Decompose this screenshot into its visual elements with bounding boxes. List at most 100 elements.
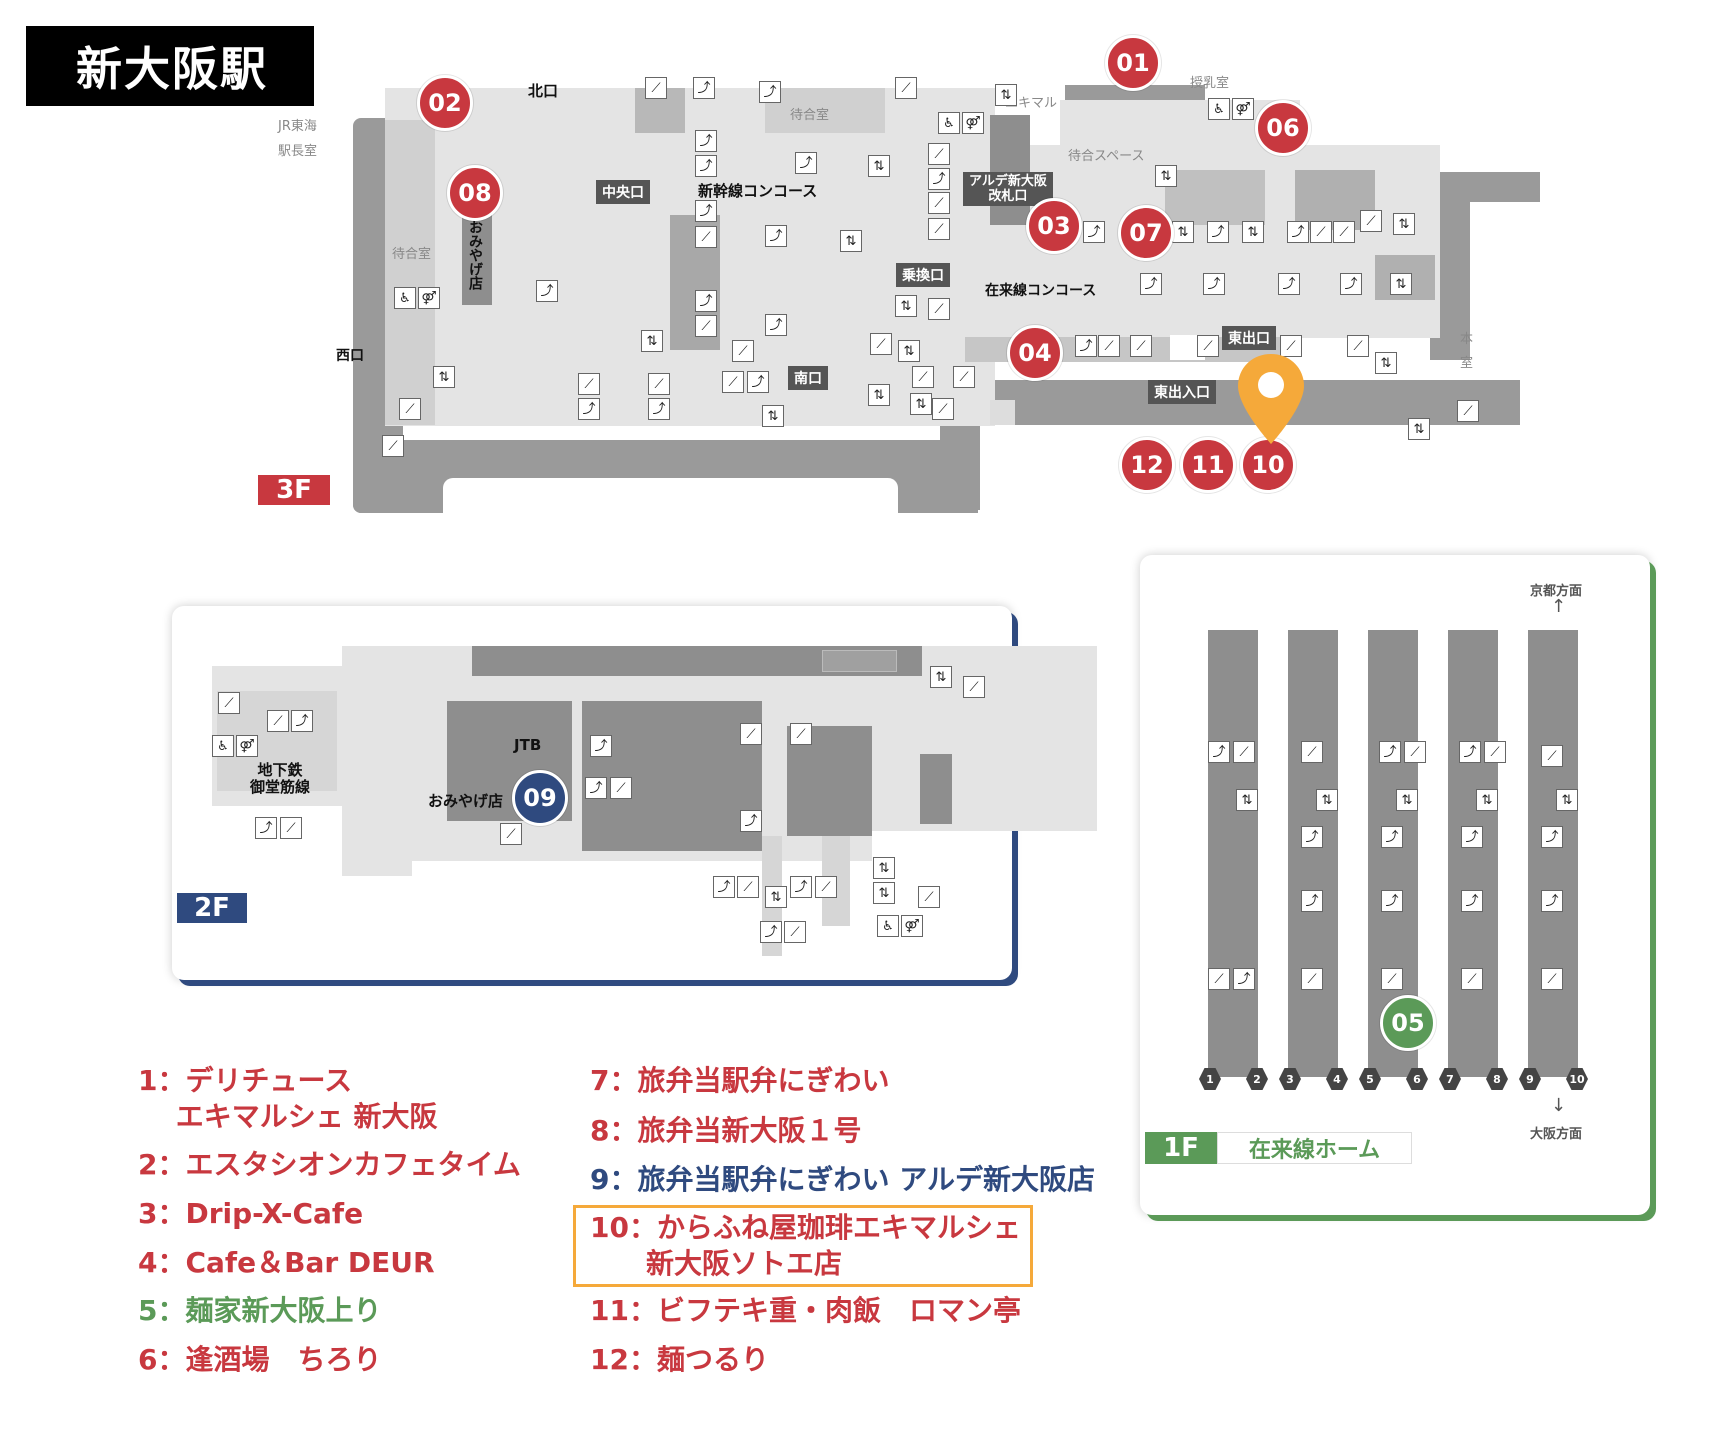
track-number: 4 bbox=[1326, 1068, 1348, 1090]
floor-1f-tag: 1F bbox=[1145, 1132, 1217, 1164]
stairs-icon: ⟋ bbox=[218, 692, 240, 714]
to-osaka-label: 大阪方面 bbox=[1530, 1127, 1583, 1142]
track-number: 9 bbox=[1519, 1068, 1541, 1090]
stairs-icon: ⟋ bbox=[784, 921, 806, 943]
transfer-gate-label: 乗換口 bbox=[896, 263, 950, 287]
stairs-icon: ⟋ bbox=[815, 876, 837, 898]
stairs-icon: ⟋ bbox=[1484, 741, 1506, 763]
track-number: 7 bbox=[1439, 1068, 1461, 1090]
legend-item-10-cont: 新大阪ソトエ店 bbox=[590, 1247, 843, 1280]
legend-item-5: 5：麺家新大阪上り bbox=[138, 1294, 382, 1327]
stairs-icon: ⟋ bbox=[928, 298, 950, 320]
escalator-icon: ⤴ bbox=[585, 777, 607, 799]
stairs-icon: ⟋ bbox=[1301, 968, 1323, 990]
stairs-icon: ⟋ bbox=[1461, 968, 1483, 990]
platform-1-2 bbox=[1208, 630, 1258, 1077]
elevator-icon: ⇅ bbox=[910, 393, 932, 415]
stairs-icon: ⟋ bbox=[928, 218, 950, 240]
escalator-icon: ⤴ bbox=[1340, 273, 1362, 295]
marker-08[interactable]: 08 bbox=[447, 165, 503, 221]
waiting-space-label: 待合スペース bbox=[1068, 149, 1145, 164]
highlight-box bbox=[573, 1205, 1033, 1287]
escalator-icon: ⤴ bbox=[695, 155, 717, 177]
escalator-icon: ⤴ bbox=[695, 200, 717, 222]
stairs-icon: ⟋ bbox=[1360, 210, 1382, 232]
elevator-icon: ⇅ bbox=[873, 857, 895, 879]
escalator-icon: ⤴ bbox=[1541, 826, 1563, 848]
stairs-icon: ⟋ bbox=[1404, 741, 1426, 763]
escalator-icon: ⤴ bbox=[693, 77, 715, 99]
legend-item-6: 6：逢酒場 ちろり bbox=[138, 1343, 382, 1376]
legend-item-12: 12：麺つるり bbox=[590, 1343, 769, 1376]
track-number: 3 bbox=[1279, 1068, 1301, 1090]
elevator-icon: ⇅ bbox=[1242, 221, 1264, 243]
elevator-icon: ⇅ bbox=[895, 295, 917, 317]
east-entrance-label: 東出入口 bbox=[1148, 380, 1216, 404]
omiyage-label: おみやげ店 bbox=[428, 792, 504, 810]
marker-09[interactable]: 09 bbox=[512, 770, 568, 826]
elevator-icon: ⇅ bbox=[762, 405, 784, 427]
escalator-icon: ⤴ bbox=[1301, 826, 1323, 848]
escalator-icon: ⤴ bbox=[1287, 221, 1309, 243]
stairs-icon: ⟋ bbox=[895, 77, 917, 99]
accessible-icon: ♿ bbox=[394, 287, 416, 309]
escalator-icon: ⤴ bbox=[648, 398, 670, 420]
escalator-icon: ⤴ bbox=[1381, 890, 1403, 912]
zairai-concourse-label: 在来線コンコース bbox=[985, 283, 1097, 299]
marker-04[interactable]: 04 bbox=[1007, 325, 1063, 381]
stairs-icon: ⟋ bbox=[1301, 741, 1323, 763]
marker-02[interactable]: 02 bbox=[417, 75, 473, 131]
right-edge-label-2: 室 bbox=[1460, 356, 1474, 371]
stairs-icon: ⟋ bbox=[870, 333, 892, 355]
arrow-down-icon: ↓ bbox=[1551, 1095, 1567, 1116]
escalator-icon: ⤴ bbox=[713, 876, 735, 898]
escalator-icon: ⤴ bbox=[255, 817, 277, 839]
stairs-icon: ⟋ bbox=[1280, 335, 1302, 357]
elevator-icon: ⇅ bbox=[1172, 221, 1194, 243]
escalator-icon: ⤴ bbox=[1541, 890, 1563, 912]
marker-10[interactable]: 10 bbox=[1240, 437, 1296, 493]
escalator-icon: ⤴ bbox=[578, 398, 600, 420]
central-exit-label: 中央口 bbox=[596, 180, 650, 204]
stairs-icon: ⟋ bbox=[953, 366, 975, 388]
right-edge-label-1: 本 bbox=[1460, 332, 1474, 347]
escalator-icon: ⤴ bbox=[1381, 826, 1403, 848]
legend-item-1-cont: エキマルシェ 新大阪 bbox=[138, 1100, 438, 1133]
south-exit-label: 南口 bbox=[788, 366, 828, 390]
stairs-icon: ⟋ bbox=[1197, 335, 1219, 357]
escalator-icon: ⤴ bbox=[1301, 890, 1323, 912]
marker-03[interactable]: 03 bbox=[1026, 198, 1082, 254]
marker-01[interactable]: 01 bbox=[1105, 35, 1161, 91]
stairs-icon: ⟋ bbox=[732, 340, 754, 362]
restroom-icon: ⚤ bbox=[1232, 98, 1254, 120]
stairs-icon: ⟋ bbox=[1233, 741, 1255, 763]
marker-06[interactable]: 06 bbox=[1255, 100, 1311, 156]
escalator-icon: ⤴ bbox=[1083, 221, 1105, 243]
marker-11[interactable]: 11 bbox=[1180, 437, 1236, 493]
platform-3-4 bbox=[1288, 630, 1338, 1077]
marker-05[interactable]: 05 bbox=[1380, 995, 1436, 1051]
legend-item-1: 1：デリチュース bbox=[138, 1064, 353, 1097]
escalator-icon: ⤴ bbox=[1207, 221, 1229, 243]
track-number: 10 bbox=[1566, 1068, 1588, 1090]
floor-3f-tag: 3F bbox=[258, 475, 330, 505]
floor-3f-map: おみやげ店 bbox=[0, 0, 1540, 520]
marker-12[interactable]: 12 bbox=[1119, 437, 1175, 493]
station-master-label: 駅長室 bbox=[278, 144, 318, 159]
track-number: 6 bbox=[1406, 1068, 1428, 1090]
marker-07[interactable]: 07 bbox=[1118, 205, 1174, 261]
escalator-icon: ⤴ bbox=[1459, 741, 1481, 763]
stairs-icon: ⟋ bbox=[963, 676, 985, 698]
stairs-icon: ⟋ bbox=[1347, 335, 1369, 357]
stairs-icon: ⟋ bbox=[1541, 745, 1563, 767]
escalator-icon: ⤴ bbox=[695, 290, 717, 312]
stairs-icon: ⟋ bbox=[695, 226, 717, 248]
restroom-icon: ⚤ bbox=[962, 112, 984, 134]
escalator-icon: ⤴ bbox=[747, 371, 769, 393]
location-pin-icon[interactable] bbox=[1236, 352, 1306, 447]
escalator-icon: ⤴ bbox=[590, 735, 612, 757]
legend-item-3: 3：Drip-X-Cafe bbox=[138, 1197, 364, 1230]
elevator-icon: ⇅ bbox=[1556, 789, 1578, 811]
accessible-icon: ♿ bbox=[938, 112, 960, 134]
stairs-icon: ⟋ bbox=[610, 777, 632, 799]
